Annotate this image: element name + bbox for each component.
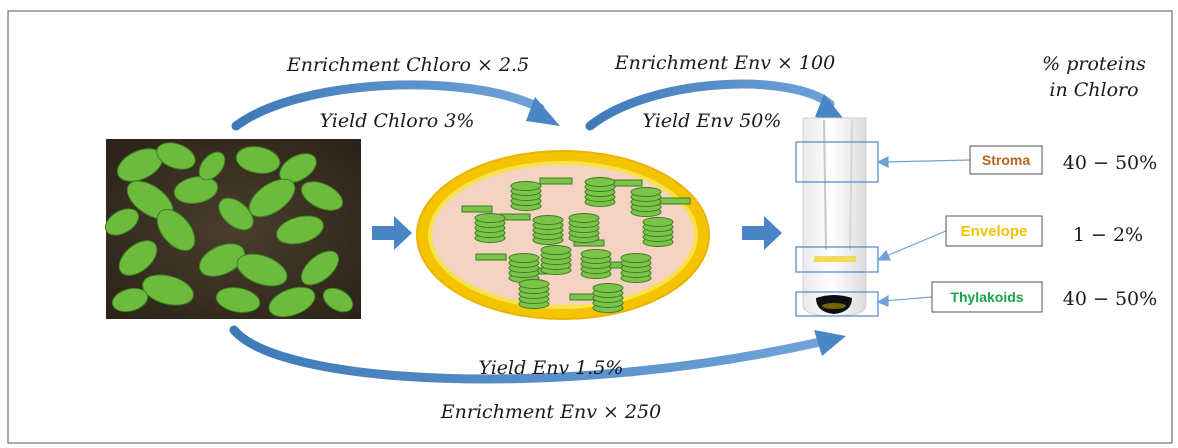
arrow-right-icon bbox=[372, 216, 412, 250]
granum-stack bbox=[532, 215, 564, 245]
stroma-label: Stroma bbox=[982, 152, 1030, 168]
envelope-label: Envelope bbox=[961, 223, 1028, 240]
plant-photo bbox=[104, 139, 361, 319]
label-enrichment-env-top: Enrichment Env × 100 bbox=[614, 52, 835, 74]
stroma-label-box bbox=[969, 145, 1043, 175]
thylakoids-percent: 40 − 50% bbox=[1063, 288, 1157, 310]
label-enrichment-chloro: Enrichment Chloro × 2.5 bbox=[286, 54, 529, 76]
thylakoid-region-box bbox=[795, 291, 879, 317]
centrifuge-tube bbox=[795, 117, 879, 317]
label-enrichment-env-bottom: Enrichment Env × 250 bbox=[440, 401, 661, 423]
granum-stack bbox=[540, 245, 572, 275]
leader-lines bbox=[876, 156, 971, 307]
curved-arrow-plant-to-chloroplast bbox=[231, 80, 560, 131]
granum-stack bbox=[518, 279, 550, 309]
arrow-right-icon bbox=[742, 216, 782, 250]
grana-stacks bbox=[474, 177, 674, 313]
fraction-thylakoids: Thylakoids 40 − 50% bbox=[931, 281, 1157, 313]
envelope-label-box bbox=[945, 215, 1043, 247]
granum-stack bbox=[510, 181, 542, 211]
granum-stack bbox=[592, 283, 624, 313]
curved-arrow-chloroplast-to-tube bbox=[585, 79, 847, 131]
granum-stack bbox=[630, 187, 662, 217]
label-yield-chloro: Yield Chloro 3% bbox=[320, 110, 475, 132]
label-yield-env-bottom: Yield Env 1.5% bbox=[479, 357, 624, 379]
granum-stack bbox=[580, 249, 612, 279]
rosette-leaves-icon bbox=[104, 142, 354, 318]
granum-stack bbox=[508, 253, 540, 283]
granum-stack bbox=[620, 253, 652, 283]
granum-stack bbox=[568, 213, 600, 243]
fraction-stroma: Stroma 40 − 50% bbox=[969, 145, 1157, 175]
fraction-envelope: Envelope 1 − 2% bbox=[945, 215, 1143, 247]
thylakoids-label-box bbox=[931, 281, 1043, 313]
envelope-percent: 1 − 2% bbox=[1073, 224, 1143, 246]
proteins-header-line1: % proteins bbox=[1042, 53, 1146, 75]
granum-stack bbox=[642, 217, 674, 247]
stroma-percent: 40 − 50% bbox=[1063, 152, 1157, 174]
curved-arrow-plant-to-tube-direct bbox=[229, 325, 846, 384]
envelope-band bbox=[814, 256, 856, 262]
label-yield-env-top: Yield Env 50% bbox=[643, 110, 782, 132]
proteins-header-line2: in Chloro bbox=[1049, 79, 1138, 101]
granum-stack bbox=[584, 177, 616, 207]
granum-stack bbox=[474, 213, 506, 243]
thylakoids-label: Thylakoids bbox=[950, 289, 1023, 305]
chloroplast-diagram bbox=[416, 150, 710, 320]
